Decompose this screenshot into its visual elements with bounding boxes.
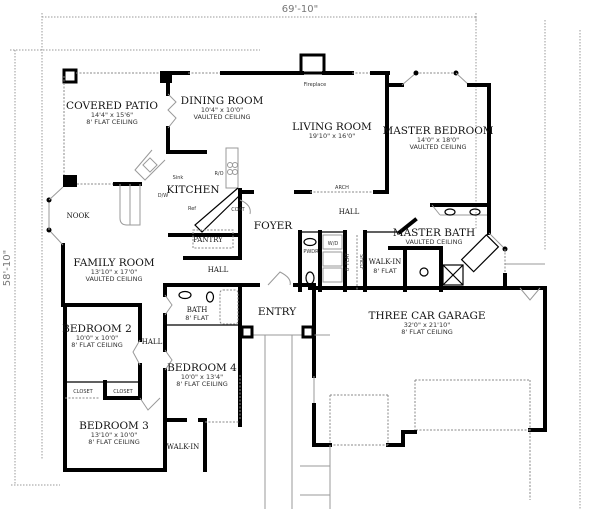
room-master-bath: MASTER BATH VAULTED CEILING xyxy=(393,227,475,246)
room-name: COVERED PATIO xyxy=(66,100,158,112)
room-size: 14'4" x 15'6" xyxy=(91,111,133,119)
room-name: BEDROOM 3 xyxy=(79,420,149,432)
hall-center-label: HALL xyxy=(208,266,229,274)
room-covered-patio: COVERED PATIO 14'4" x 15'6" 8' FLAT CEIL… xyxy=(66,100,158,126)
room-ceiling: 8' FLAT xyxy=(373,267,396,275)
room-master-bedroom: MASTER BEDROOM 14'0" x 18'0" VAULTED CEI… xyxy=(382,125,493,151)
room-size: 19'10" x 16'0" xyxy=(309,132,355,140)
room-bedroom-3: BEDROOM 3 13'10" x 10'0" 8' FLAT CEILING xyxy=(79,420,149,446)
kitchen-label: KITCHEN xyxy=(166,184,219,196)
room-name: FAMILY ROOM xyxy=(73,257,155,269)
room-size: 10'0" x 10'0" xyxy=(76,334,118,342)
walk-in-bed-label: WALK-IN xyxy=(167,443,200,451)
shelf-label: SHELF xyxy=(358,254,364,270)
room-three-car-garage: THREE CAR GARAGE 32'0" x 21'10" 8' FLAT … xyxy=(368,310,485,336)
room-size: 13'10" x 10'0" xyxy=(91,431,137,439)
room-ceiling: 8' FLAT CEILING xyxy=(86,118,137,126)
refrigerator-label: Ref xyxy=(188,206,196,212)
room-name: MASTER BEDROOM xyxy=(382,125,493,137)
closet-left-label: CLOSET xyxy=(73,389,93,395)
room-name: DINING ROOM xyxy=(181,95,264,107)
room-walk-in-master: WALK-IN 8' FLAT xyxy=(369,258,402,275)
room-name: LIVING ROOM xyxy=(292,121,372,133)
room-ceiling: VAULTED CEILING xyxy=(85,275,142,283)
room-ceiling: 8' FLAT CEILING xyxy=(88,438,139,446)
room-ceiling: 8' FLAT CEILING xyxy=(401,328,452,336)
room-ceiling: VAULTED CEILING xyxy=(405,238,462,246)
room-name: MASTER BATH xyxy=(393,227,475,239)
sink-label: Sink xyxy=(173,175,184,181)
laundry-ceiling-label: 8' FLAT xyxy=(345,252,351,271)
walls xyxy=(46,53,547,509)
room-name: BEDROOM 4 xyxy=(167,362,237,374)
room-ceiling: 8' FLAT xyxy=(185,314,208,322)
washer-dryer-label: W/D xyxy=(328,241,339,247)
room-size: 14'0" x 18'0" xyxy=(417,136,459,144)
pwdr-label: PWDR xyxy=(303,249,319,255)
fireplace-label: Fireplace xyxy=(304,82,326,88)
arch-label: ARCH xyxy=(335,185,349,191)
pantry-label: PANTRY xyxy=(193,236,223,244)
room-dining: DINING ROOM 10'4" x 10'0" VAULTED CEILIN… xyxy=(181,95,264,121)
room-ceiling: 8' FLAT CEILING xyxy=(71,341,122,349)
closet-right-label: CLOSET xyxy=(113,389,133,395)
room-name: THREE CAR GARAGE xyxy=(368,310,485,322)
room-ceiling: 8' FLAT CEILING xyxy=(176,380,227,388)
room-bath: BATH 8' FLAT xyxy=(185,306,208,322)
dishwasher-label: D/W xyxy=(158,193,169,199)
room-name: WALK-IN xyxy=(369,258,402,266)
room-family: FAMILY ROOM 13'10" x 17'0" VAULTED CEILI… xyxy=(73,257,155,283)
range-oven-label: R/O xyxy=(214,171,223,177)
coat-label: COAT xyxy=(231,207,245,213)
nook-label: NOOK xyxy=(67,212,91,220)
fixtures xyxy=(119,93,541,411)
room-ceiling: VAULTED CEILING xyxy=(409,143,466,151)
hall-left-label: HALL xyxy=(142,338,163,346)
room-living: LIVING ROOM 19'10" x 16'0" xyxy=(292,121,372,140)
room-ceiling: VAULTED CEILING xyxy=(193,113,250,121)
room-size: 10'4" x 10'0" xyxy=(201,106,243,114)
foyer-label: FOYER xyxy=(254,220,293,232)
room-name: BEDROOM 2 xyxy=(62,323,132,335)
room-size: 32'0" x 21'10" xyxy=(404,321,450,329)
room-bedroom-2: BEDROOM 2 10'0" x 10'0" 8' FLAT CEILING xyxy=(62,323,132,349)
dimension-lines xyxy=(10,13,581,509)
room-name: BATH xyxy=(187,306,208,314)
entry-label: ENTRY xyxy=(258,306,297,318)
room-size: 13'10" x 17'0" xyxy=(91,268,137,276)
overall-depth-label: 58'-10" xyxy=(2,250,13,286)
room-size: 10'0" x 13'4" xyxy=(181,373,223,381)
room-bedroom-4: BEDROOM 4 10'0" x 13'4" 8' FLAT CEILING xyxy=(167,362,237,388)
overall-width-label: 69'-10" xyxy=(282,4,318,15)
hall-upper-label: HALL xyxy=(339,208,360,216)
